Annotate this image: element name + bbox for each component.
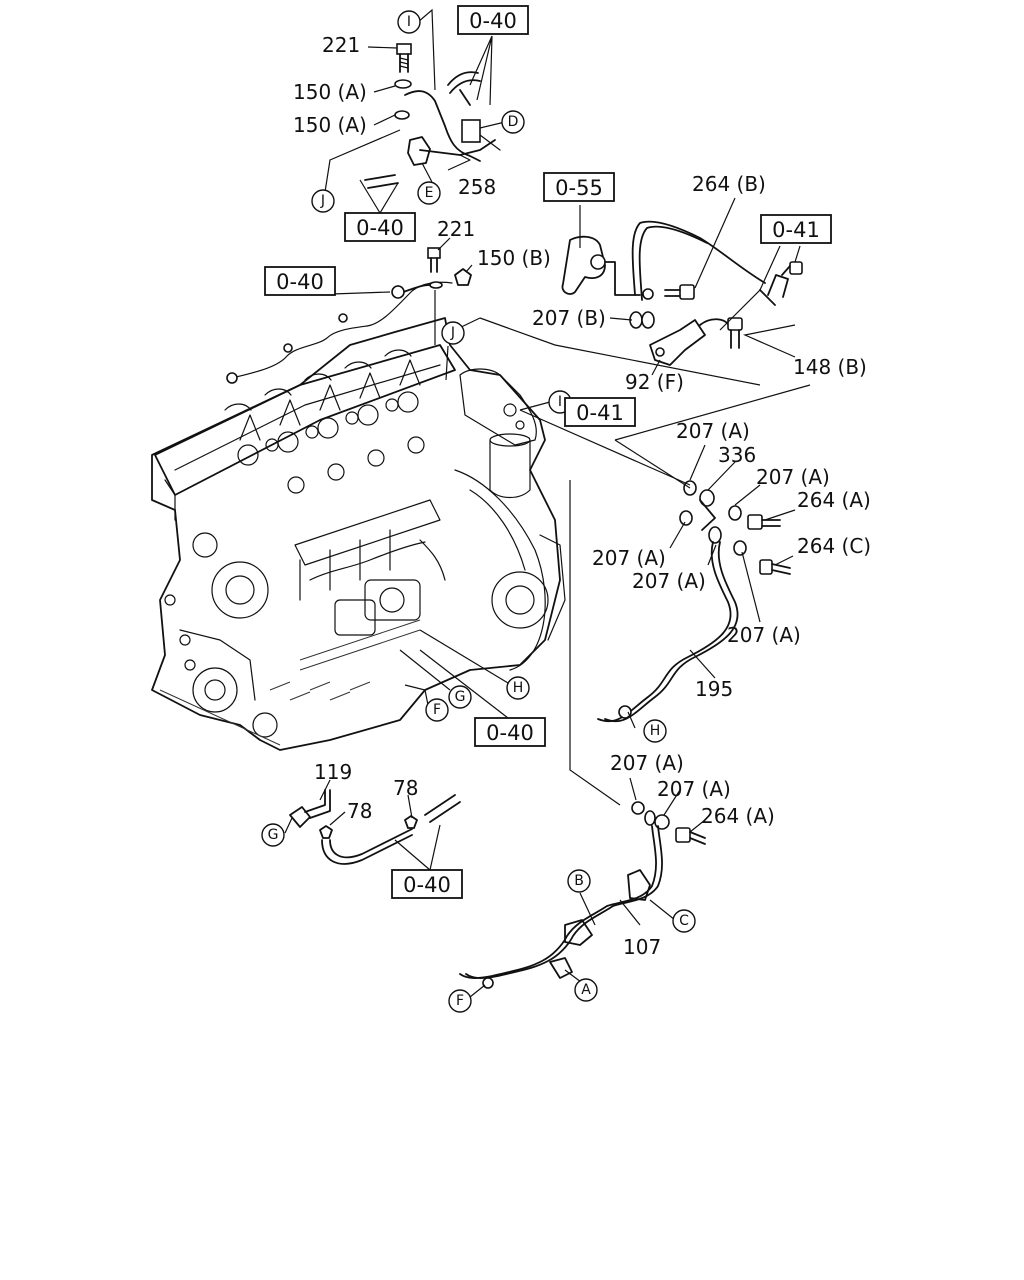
leader-lines-upper-right bbox=[454, 197, 801, 386]
callout-letter: C bbox=[679, 913, 689, 929]
ref-box-label: 0-40 bbox=[486, 721, 534, 745]
part-label-207b: 207 (B) bbox=[532, 306, 606, 330]
mid-bolt-assembly bbox=[391, 247, 472, 299]
callout-h-engine: H bbox=[506, 676, 530, 700]
callout-c-bottom: C bbox=[672, 909, 696, 933]
ref-box-0-41-right: 0-41 bbox=[760, 214, 832, 244]
part-label-207a: 207 (A) bbox=[756, 465, 830, 489]
part-label-336: 336 bbox=[718, 443, 756, 467]
part-label-92f: 92 (F) bbox=[625, 370, 684, 394]
callout-j-top: J bbox=[311, 189, 335, 213]
callout-letter: A bbox=[581, 982, 591, 998]
part-label-264b: 264 (B) bbox=[692, 172, 766, 196]
oil-feed-pipe-195 bbox=[597, 480, 791, 723]
callout-j-mid: J bbox=[441, 321, 465, 345]
ref-box-0-40-engine: 0-40 bbox=[474, 717, 546, 747]
leader-lines-top bbox=[324, 8, 506, 214]
part-label-78: 78 bbox=[393, 776, 418, 800]
callout-h-pipe: H bbox=[643, 719, 667, 743]
ref-box-0-55: 0-55 bbox=[543, 172, 615, 202]
harness-clip-left bbox=[226, 372, 238, 384]
callout-letter: F bbox=[433, 702, 441, 718]
callout-letter: H bbox=[513, 680, 524, 696]
part-label-264c: 264 (C) bbox=[797, 534, 871, 558]
leader-lines-lower-left bbox=[284, 779, 441, 871]
part-label-258: 258 bbox=[458, 175, 496, 199]
ref-box-label: 0-40 bbox=[403, 873, 451, 897]
callout-e-top: E bbox=[417, 181, 441, 205]
part-label-264a: 264 (A) bbox=[797, 488, 871, 512]
ref-box-label: 0-41 bbox=[576, 401, 624, 425]
part-label-148b: 148 (B) bbox=[793, 355, 867, 379]
callout-letter: F bbox=[456, 993, 464, 1009]
ref-box-label: 0-40 bbox=[276, 270, 324, 294]
leader-lines-right-pipe bbox=[519, 384, 811, 806]
part-label-207a: 207 (A) bbox=[676, 419, 750, 443]
part-label-119: 119 bbox=[314, 760, 352, 784]
callout-letter: E bbox=[425, 185, 434, 201]
callout-i-top: I bbox=[397, 10, 421, 34]
ref-box-label: 0-55 bbox=[555, 176, 603, 200]
callout-letter: H bbox=[650, 723, 661, 739]
part-label-107: 107 bbox=[623, 935, 661, 959]
oil-pressure-sensor-assembly bbox=[561, 220, 803, 366]
ref-box-0-40-top: 0-40 bbox=[457, 5, 529, 35]
part-label-195: 195 bbox=[695, 677, 733, 701]
part-label-78: 78 bbox=[347, 799, 372, 823]
callout-letter: D bbox=[508, 114, 519, 130]
callout-f-engine: F bbox=[425, 698, 449, 722]
callout-letter: B bbox=[574, 873, 584, 889]
part-label-207a: 207 (A) bbox=[657, 777, 731, 801]
callout-f-bottom: F bbox=[448, 989, 472, 1013]
leader-lines-mid bbox=[331, 237, 551, 411]
callout-letter: I bbox=[558, 394, 562, 410]
vacuum-hose-assembly bbox=[289, 789, 461, 865]
ref-box-0-40-bottom: 0-40 bbox=[391, 869, 463, 899]
part-label-221: 221 bbox=[437, 217, 475, 241]
callout-letter: G bbox=[455, 689, 466, 705]
ref-box-0-40-mid-left: 0-40 bbox=[344, 212, 416, 242]
part-label-150a: 150 (A) bbox=[293, 113, 367, 137]
oil-return-pipe-107 bbox=[459, 801, 706, 989]
ref-box-label: 0-41 bbox=[772, 218, 820, 242]
callout-b-bottom: B bbox=[567, 869, 591, 893]
ref-box-0-40-left: 0-40 bbox=[264, 266, 336, 296]
callout-letter: G bbox=[268, 827, 279, 843]
callout-a-bottom: A bbox=[574, 978, 598, 1002]
callout-d-top: D bbox=[501, 110, 525, 134]
part-label-207a: 207 (A) bbox=[632, 569, 706, 593]
part-label-207a: 207 (A) bbox=[610, 751, 684, 775]
ref-box-label: 0-40 bbox=[469, 9, 517, 33]
part-label-150b: 150 (B) bbox=[477, 246, 551, 270]
ref-box-label: 0-40 bbox=[356, 216, 404, 240]
callout-letter: J bbox=[320, 193, 325, 209]
part-label-150a: 150 (A) bbox=[293, 80, 367, 104]
ref-box-0-41-center: 0-41 bbox=[564, 397, 636, 427]
top-sensor-assembly bbox=[364, 43, 501, 189]
leader-lines-bottom bbox=[469, 777, 706, 998]
leader-lines-engine bbox=[399, 629, 509, 719]
part-label-207a: 207 (A) bbox=[592, 546, 666, 570]
callout-letter: J bbox=[450, 325, 455, 341]
part-label-207a: 207 (A) bbox=[727, 623, 801, 647]
part-labels: 221 150 (A) 150 (A) 258 264 (B) 221 150 … bbox=[293, 33, 871, 959]
part-label-221: 221 bbox=[322, 33, 360, 57]
callout-letter: I bbox=[407, 14, 411, 30]
callout-g-bottom: G bbox=[261, 823, 285, 847]
callout-g-engine: G bbox=[448, 685, 472, 709]
part-label-264a: 264 (A) bbox=[701, 804, 775, 828]
